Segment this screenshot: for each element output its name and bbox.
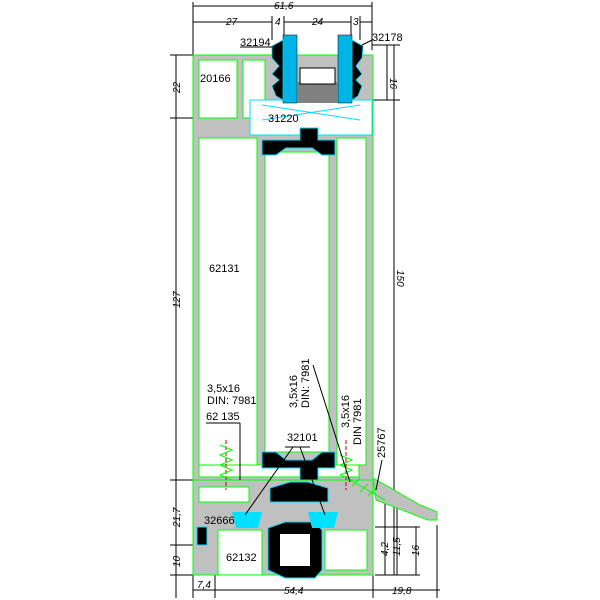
screw-right-icon xyxy=(349,477,386,501)
screws xyxy=(218,440,386,501)
dim-right-16-bottom: 16 xyxy=(411,544,422,556)
dim-right-150: 150 xyxy=(394,270,405,287)
leader-lines xyxy=(206,39,383,516)
label-32194: 32194 xyxy=(240,37,271,49)
dim-left-127: 127 xyxy=(172,291,183,308)
dim-top-27: 27 xyxy=(225,17,238,28)
label-screw-right-size: 3,5x16 xyxy=(340,395,352,428)
label-20166: 20166 xyxy=(200,73,231,85)
glass-unit xyxy=(282,34,353,104)
screw-left-icon xyxy=(218,440,234,490)
label-screw-left-size: 3,5x16 xyxy=(207,383,240,395)
dim-left-21-7: 21,7 xyxy=(172,507,183,528)
label-32666: 32666 xyxy=(204,515,235,527)
dim-right-11-5: 11,5 xyxy=(392,537,403,556)
dimension-lines xyxy=(170,2,440,598)
dim-bottom-19-8: 19,8 xyxy=(392,586,412,597)
drip-profile-25767 xyxy=(372,477,438,521)
brush-seals xyxy=(232,512,338,528)
label-62131: 62131 xyxy=(209,263,240,275)
thermal-break-top xyxy=(261,127,336,156)
part-labels: 32194 32178 20166 31220 62131 3,5x16 DIN… xyxy=(200,32,403,564)
dim-bottom-54-4: 54,4 xyxy=(284,586,304,597)
label-32178: 32178 xyxy=(372,32,403,44)
dim-top-24: 24 xyxy=(311,17,324,28)
label-62132: 62132 xyxy=(226,552,257,564)
label-25767: 25767 xyxy=(376,427,388,458)
dimension-values: 61,6 27 4 24 3 16 150 22 127 21,7 10 7,4… xyxy=(172,1,422,597)
gasket-32666 xyxy=(196,526,208,546)
thermal-break-32101 xyxy=(261,451,336,481)
dim-right-4-2: 4,2 xyxy=(380,542,391,556)
dim-top-3: 3 xyxy=(353,17,359,28)
sash-profile-62132 xyxy=(192,479,374,579)
dim-right-16-top: 16 xyxy=(387,78,398,90)
label-screw-left-din: DIN: 7981 xyxy=(207,395,257,407)
dim-bottom-7-4: 7,4 xyxy=(197,580,211,591)
label-32101: 32101 xyxy=(287,432,318,444)
gaskets-top xyxy=(271,39,364,101)
label-screw-mid-size: 3,5x16 xyxy=(288,375,300,408)
label-screw-mid-din: DIN: 7981 xyxy=(300,358,312,408)
label-62135: 62 135 xyxy=(206,411,240,423)
dim-top-4: 4 xyxy=(275,17,281,28)
label-31220: 31220 xyxy=(268,113,299,125)
dim-left-22: 22 xyxy=(172,81,183,94)
dim-left-10: 10 xyxy=(172,555,183,567)
label-screw-right-din: DIN 7981 xyxy=(352,399,364,445)
dim-top-total: 61,6 xyxy=(274,1,294,12)
screw-mid-icon xyxy=(338,440,354,490)
